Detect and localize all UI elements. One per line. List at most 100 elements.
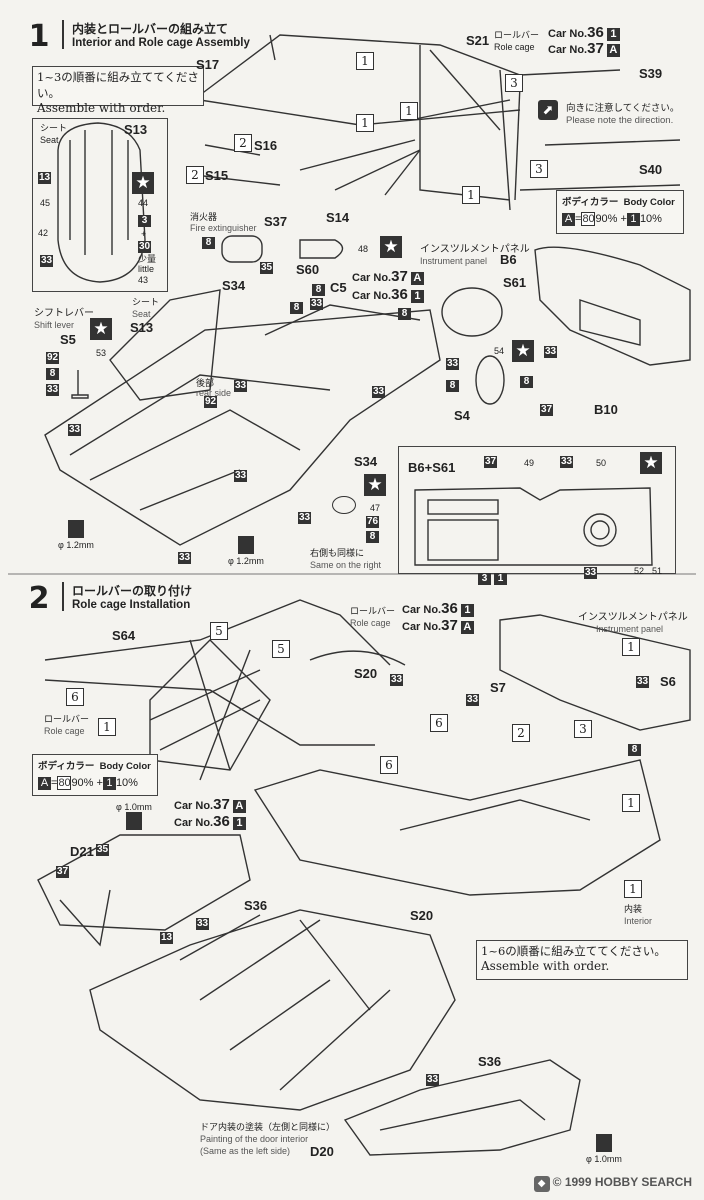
color-13: 13 (160, 932, 174, 944)
extinguisher-en: Fire extinguisher (190, 223, 257, 233)
color-42: 42 (38, 228, 49, 238)
body-color-en: Body Color (623, 197, 675, 208)
color-8: 8 (628, 744, 641, 756)
step-header: ロールバーの取り付け Role cage Installation (62, 582, 192, 611)
order-num: 1 (622, 794, 640, 812)
mix-c1: 1 (626, 212, 640, 226)
part-s15: S15 (205, 168, 229, 183)
car-tag: 1 (410, 289, 424, 303)
order-num: 3 (505, 74, 523, 92)
color-33: 33 (46, 384, 60, 396)
color-8: 8 (202, 237, 215, 249)
step-number: 2 (28, 581, 50, 616)
star-icon: ★ (512, 340, 534, 362)
order-note-en: Assemble with order. (481, 959, 610, 973)
color-35: 35 (96, 844, 110, 856)
body-color-title: ボディカラー Body Color (38, 758, 152, 772)
part-s13-box: S13 (124, 122, 148, 137)
b6-s61-detail-box (398, 446, 676, 574)
color-8: 8 (366, 531, 379, 543)
shift-jp: シフトレバー (34, 308, 94, 319)
color-33: 33 (636, 676, 650, 688)
small-jp: 少量 (138, 254, 157, 264)
part-c5: C5 (330, 280, 347, 295)
color-54: 54 (494, 346, 505, 356)
color-43: 43 (138, 275, 149, 285)
drill-bit-icon: φ 1.2mm (228, 536, 264, 566)
color-44: 44 (138, 198, 149, 208)
part-s60: S60 (296, 262, 320, 277)
order-num: 1 (400, 102, 418, 120)
drill-size: φ 1.0mm (116, 802, 152, 812)
part-s36-b: S36 (478, 1054, 502, 1069)
part-s34-b: S34 (354, 454, 378, 469)
car-no-label: Car No. (548, 28, 588, 40)
color-3: 3 (478, 573, 491, 585)
mix-c80: 80 (581, 212, 596, 226)
step-number: 1 (28, 19, 50, 54)
star-icon: ★ (640, 452, 662, 474)
interior-en: Interior (624, 916, 653, 926)
drill-bit-icon (67, 520, 84, 538)
color-1: 1 (494, 573, 507, 585)
car-no-label: Car No. (174, 800, 214, 812)
order-note-jp: 1~6の順番に組み立ててください。 (481, 944, 666, 958)
color-33: 33 (178, 552, 192, 564)
order-num: 6 (380, 756, 398, 774)
order-num: 1 (98, 718, 116, 736)
color-48: 48 (358, 244, 369, 254)
mix-a: A (38, 776, 51, 790)
seat-detail-box (32, 118, 168, 292)
car-tag: A (410, 271, 424, 285)
body-color-jp: ボディカラー (562, 197, 619, 208)
small-en: little (138, 264, 155, 274)
color-8: 8 (46, 368, 59, 380)
step-title-jp: 内装とロールバーの組み立て (72, 22, 229, 36)
drill-size: φ 1.2mm (58, 540, 94, 550)
mix-pct1: 90% + (595, 212, 627, 225)
car-no-37-c: Car No.37 A (402, 617, 474, 634)
order-num: 3 (530, 160, 548, 178)
part-s40: S40 (639, 162, 663, 177)
right-jp: 右側も同様に (310, 548, 365, 558)
color-49: 49 (524, 458, 535, 468)
color-47: 47 (370, 503, 381, 513)
mix-c1: 1 (102, 776, 116, 790)
body-color-jp: ボディカラー (38, 761, 95, 772)
car-tag: 1 (460, 603, 474, 617)
body-color-title: ボディカラー Body Color (562, 194, 678, 208)
step-header: 内装とロールバーの組み立て Interior and Role cage Ass… (62, 20, 250, 49)
color-33: 33 (446, 358, 460, 370)
color-33: 33 (426, 1074, 440, 1086)
direction-jp: 向きに注意してください。 (566, 103, 680, 114)
seat-jp: シート (132, 297, 160, 307)
watermark-text: © 1999 HOBBY SEARCH (552, 1175, 692, 1189)
color-33: 33 (310, 298, 324, 310)
color-76: 76 (366, 516, 380, 528)
star-icon: ★ (90, 318, 112, 340)
car-tag: 1 (232, 816, 246, 830)
mix-eq: = (51, 776, 58, 789)
seat-label-jp: シート (40, 123, 68, 133)
star-icon: ★ (380, 236, 402, 258)
color-33: 33 (372, 386, 386, 398)
color-33: 33 (234, 470, 248, 482)
part-s36: S36 (244, 898, 268, 913)
car-num: 37 (391, 268, 408, 285)
color-33: 33 (68, 424, 82, 436)
car-tag: A (232, 799, 246, 813)
car-num: 36 (391, 286, 408, 303)
rollbar-en-b: Role cage (350, 618, 391, 628)
part-b10: B10 (594, 402, 618, 417)
direction-icon: ⬈ (538, 100, 558, 120)
color-8: 8 (398, 308, 411, 320)
instr-jp-b: インスツルメントパネル (578, 612, 688, 623)
order-num: 6 (430, 714, 448, 732)
color-8: 8 (290, 302, 303, 314)
part-s61: S61 (503, 275, 527, 290)
color-33: 33 (298, 512, 312, 524)
color-92: 92 (204, 396, 218, 408)
drill-size: φ 1.2mm (228, 556, 264, 566)
